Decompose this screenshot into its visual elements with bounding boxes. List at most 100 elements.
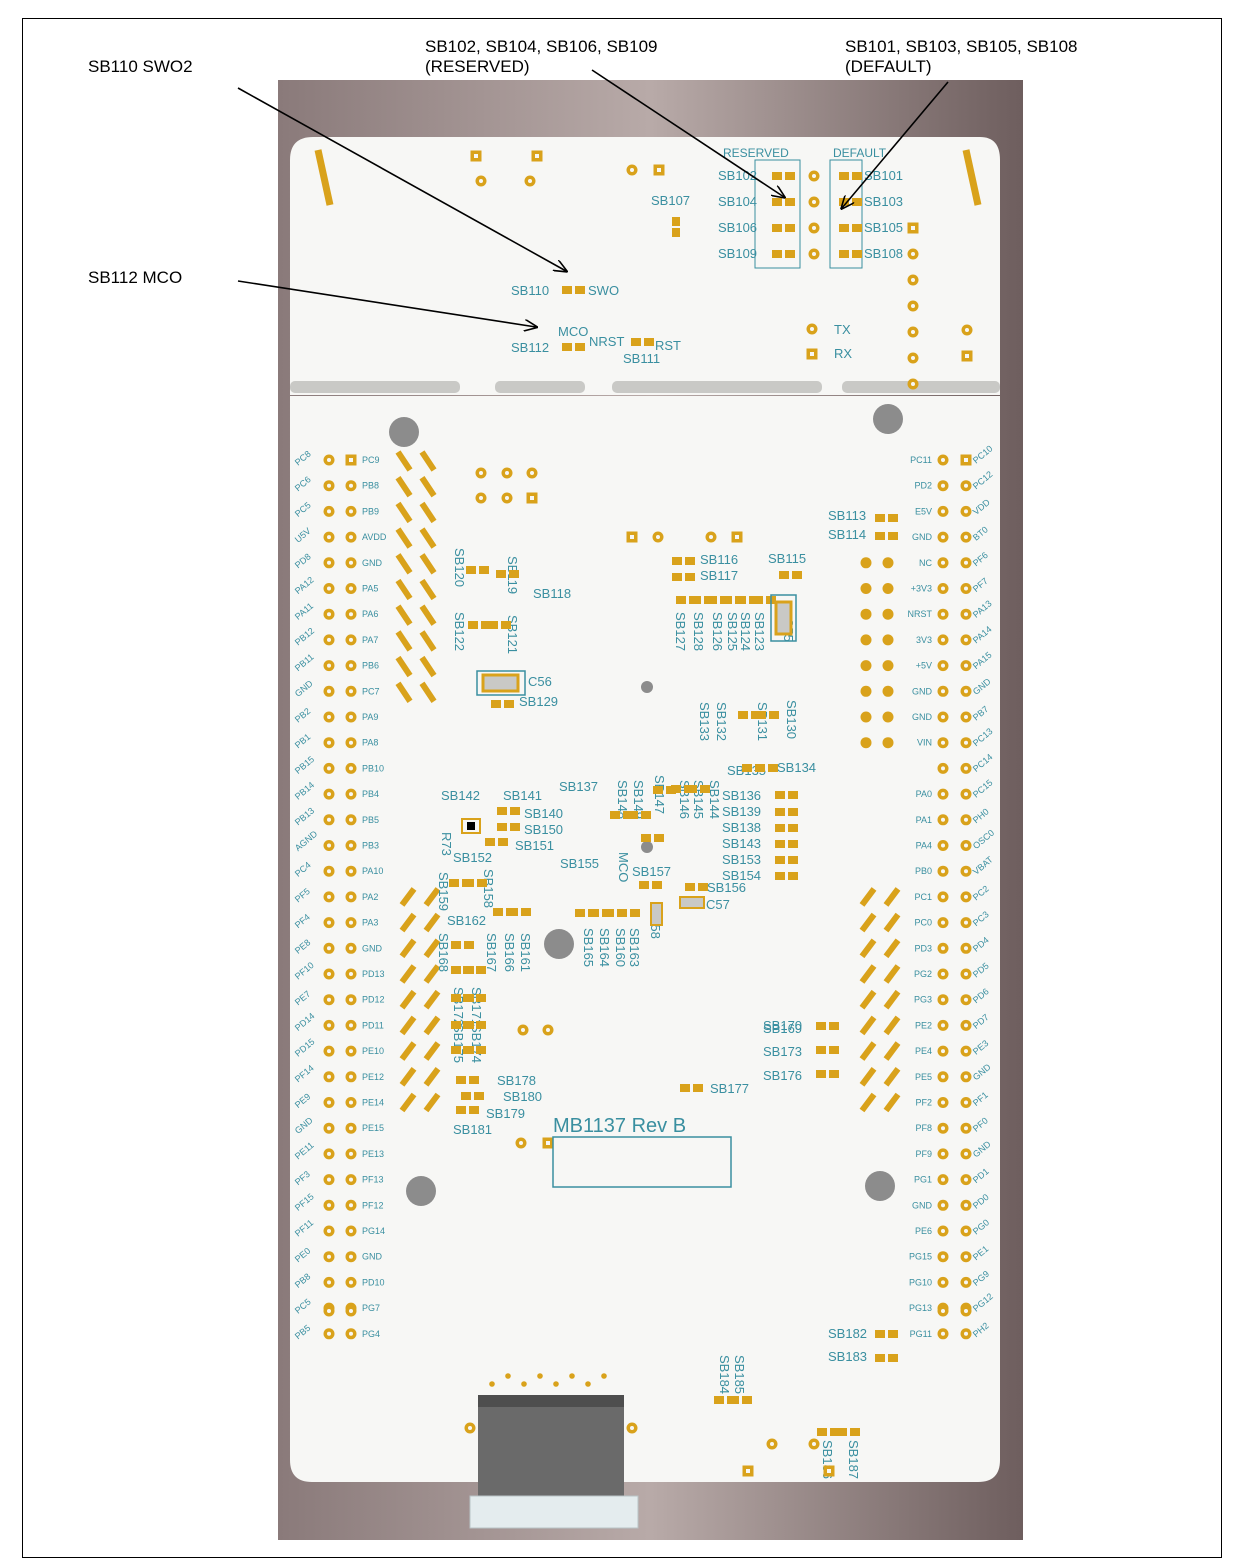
sb-label-sb133: SB133: [697, 702, 712, 741]
solder-bridge-pad: [829, 1070, 839, 1078]
right-inner-pin-label: PG3: [914, 995, 932, 1005]
right-inner-pin-label: VIN: [917, 738, 932, 748]
solder-bridge-pad: [888, 532, 898, 540]
solder-bridge-pad: [685, 557, 695, 565]
right-inner-pin-label: PG1: [914, 1175, 932, 1185]
sb-label-sb172: SB172: [451, 987, 466, 1026]
solder-bridge-pad: [788, 872, 798, 880]
sb-label-sb136: SB136: [722, 788, 761, 803]
right-inner-pin-label: PC0: [914, 918, 932, 928]
sb-label-sb157: SB157: [632, 864, 671, 879]
left-inner-pin-label: PA8: [362, 738, 378, 748]
sb-label-sb149: SB149: [631, 780, 646, 819]
c58-capacitor: [650, 902, 663, 926]
right-inner-pin-label: +5V: [916, 661, 932, 671]
default-sb-label: SB101: [864, 168, 903, 183]
left-inner-pin-label: PD10: [362, 1277, 385, 1287]
reserved-sb-label: SB102: [718, 168, 757, 183]
solder-bridge-pad: [788, 856, 798, 864]
solder-bridge-pad: [510, 807, 520, 815]
solder-bridge-pad: [630, 909, 640, 917]
callout-reserved-line2: (RESERVED): [425, 57, 530, 76]
sb-label-sb163: SB163: [627, 928, 642, 967]
left-inner-pin-label: PE14: [362, 1098, 384, 1108]
board-label: TX: [834, 322, 851, 337]
sb-label-sb162: SB162: [447, 913, 486, 928]
sb-label-sb115: SB115: [768, 551, 806, 566]
callout-default-line1: SB101, SB103, SB105, SB108: [845, 37, 1078, 56]
left-inner-pin-label: PA9: [362, 712, 378, 722]
sb-label-sb168: SB168: [436, 933, 451, 972]
sb107-bridge: [672, 228, 680, 237]
default-column-box: [829, 159, 863, 269]
solder-bridge-labels: SB113SB114SB115SB116SB117SB118SB119SB120…: [436, 467, 898, 1479]
reserved-solder-bridge: [785, 250, 795, 258]
right-inner-pin-label: PB0: [915, 866, 932, 876]
right-inner-pin-label: +3V3: [911, 584, 932, 594]
reserved-solder-bridge: [785, 198, 795, 206]
right-inner-pin-label: PG15: [909, 1252, 932, 1262]
left-inner-pin-label: PF12: [362, 1200, 384, 1210]
sb-label-sb158: SB158: [481, 869, 496, 908]
left-inner-pin-label: PE12: [362, 1072, 384, 1082]
solder-bridge-pad: [700, 785, 710, 793]
left-inner-pin-label: PG4: [362, 1329, 380, 1339]
solder-bridge-pad: [830, 1428, 840, 1436]
default-solder-bridge: [852, 224, 862, 232]
right-inner-pin-label: PA4: [916, 841, 932, 851]
sb-label-sb150: SB150: [524, 822, 563, 837]
right-inner-pin-label: PF9: [915, 1149, 932, 1159]
sb-label-sb183: SB183: [828, 1349, 867, 1364]
default-sb-label: SB108: [864, 246, 903, 261]
mounting-holes: [389, 404, 903, 1206]
callout-default-line2: (DEFAULT): [845, 57, 932, 76]
left-inner-pin-label: PC7: [362, 686, 380, 696]
solder-bridge-pad: [509, 570, 519, 578]
c57-capacitor: [679, 896, 705, 909]
sb-label-sb137: SB137: [559, 779, 598, 794]
right-inner-pin-label: PG13: [909, 1303, 932, 1313]
right-inner-pin-label: GND: [912, 686, 933, 696]
sb-label-sb174: SB174: [469, 1024, 484, 1063]
sb111-bridge: [644, 338, 654, 346]
board-label: SB111: [623, 351, 660, 366]
solder-bridge-pad: [469, 1076, 479, 1084]
sb-label-sb144: SB144: [707, 780, 722, 819]
solder-bridge-pad: [476, 1021, 486, 1029]
solder-bridge-pad: [666, 786, 676, 794]
left-inner-pin-label: PB6: [362, 661, 379, 671]
sb-label-sb114: SB114: [828, 527, 866, 542]
left-inner-pin-label: PG7: [362, 1303, 380, 1313]
callout-swo2: SB110 SWO2: [88, 57, 193, 76]
board-label: RX: [834, 346, 852, 361]
right-inner-pin-label: PF8: [915, 1123, 932, 1133]
solder-bridge-pad: [521, 908, 531, 916]
board-label: SWO: [588, 283, 619, 298]
left-inner-pin-label: PD12: [362, 995, 385, 1005]
sb-label-sb141: SB141: [503, 788, 542, 803]
sb-label-sb123: SB123: [752, 612, 767, 651]
left-inner-pin-label: PC9: [362, 455, 380, 465]
left-inner-pin-label: GND: [362, 558, 383, 568]
default-solder-bridge: [852, 250, 862, 258]
right-inner-pin-label: PG10: [909, 1277, 932, 1287]
left-inner-pin-label: PA5: [362, 584, 378, 594]
default-solder-bridge: [852, 172, 862, 180]
sb-label-sb182: SB182: [828, 1326, 867, 1341]
solder-bridge-pad: [788, 824, 798, 832]
solder-bridge-pad: [888, 1354, 898, 1362]
sb-label-sb128: SB128: [691, 612, 706, 651]
right-inner-pin-label: PA0: [916, 789, 932, 799]
sb-label-sb167: SB167: [484, 933, 499, 972]
solder-bridge-pad: [888, 514, 898, 522]
left-inner-pin-label: AVDD: [362, 532, 387, 542]
right-inner-pin-label: PG2: [914, 969, 932, 979]
left-inner-pin-label: PB9: [362, 506, 379, 516]
right-inner-pin-label: PE2: [915, 1020, 932, 1030]
sb-label-sb140: SB140: [524, 806, 563, 821]
solder-bridge-pad: [788, 808, 798, 816]
right-inner-pin-label: PE6: [915, 1226, 932, 1236]
solder-bridge-pad: [792, 571, 802, 579]
sb-label-sb161: SB161: [518, 933, 533, 972]
